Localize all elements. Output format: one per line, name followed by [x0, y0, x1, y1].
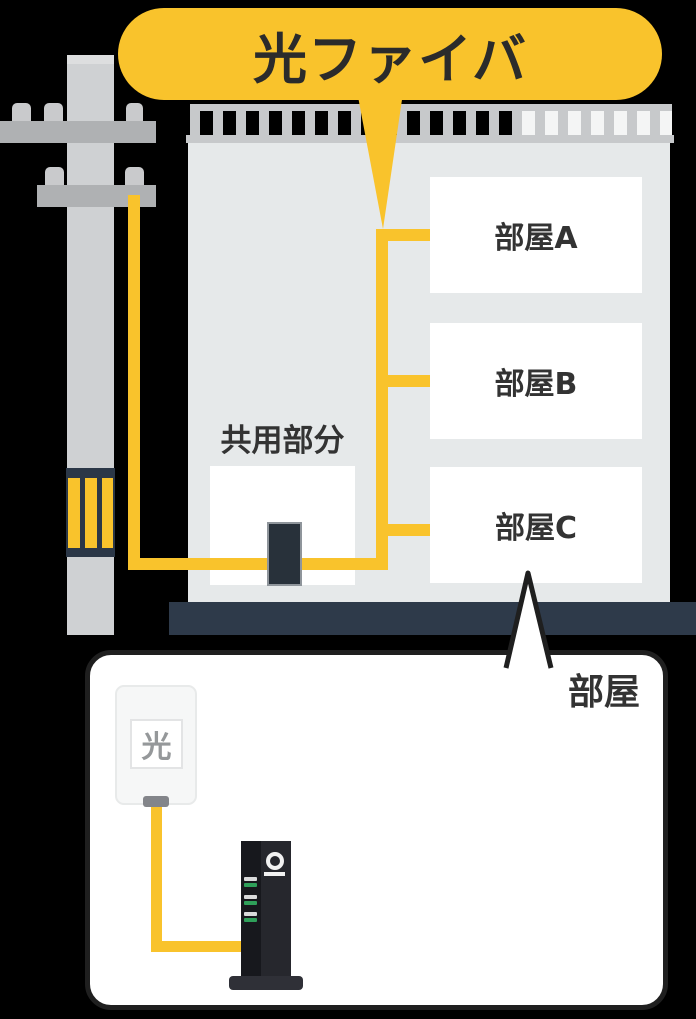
- fiber-bubble-label: 光ファイバ: [253, 27, 527, 91]
- pole-crossarm-bottom: [37, 185, 156, 207]
- building-base: [169, 602, 696, 635]
- fiber-branch-room-a: [376, 229, 430, 241]
- splitter-device-icon: [267, 522, 302, 586]
- pole-crossarm-top: [0, 121, 156, 143]
- room-a-box: 部屋A: [430, 177, 642, 293]
- room-c-box: 部屋C: [430, 467, 642, 583]
- onu-router-front-strip: [241, 841, 261, 978]
- fiber-branch-room-c: [376, 524, 430, 536]
- room-a-label: 部屋A: [494, 221, 578, 256]
- router-base: [229, 976, 303, 990]
- insulator-knob: [125, 167, 144, 186]
- rooftop-railing-posts: [190, 111, 672, 135]
- router-logo-underline: [264, 872, 285, 876]
- router-led: [244, 918, 257, 922]
- optical-outlet-window: 光: [130, 719, 183, 769]
- insulator-knob: [12, 103, 31, 122]
- outlet-connector: [143, 796, 169, 807]
- router-led: [244, 877, 257, 881]
- room-c-label: 部屋C: [494, 511, 578, 546]
- router-led: [244, 883, 257, 887]
- insulator-knob: [45, 167, 64, 186]
- room-fiber-cable-vertical: [151, 804, 162, 952]
- fiber-branch-room-b: [376, 375, 430, 387]
- router-led: [244, 901, 257, 905]
- insulator-knob: [126, 103, 143, 122]
- utility-pole-cap: [67, 55, 114, 64]
- room-fiber-cable-horizontal: [151, 941, 242, 952]
- room-b-label: 部屋B: [494, 367, 578, 402]
- shared-area-label: 共用部分: [220, 423, 345, 459]
- fiber-cable-main: [128, 558, 388, 570]
- router-led: [244, 912, 257, 916]
- insulator-knob: [44, 103, 63, 122]
- router-logo-icon: [266, 852, 284, 870]
- room-detail-label: 部屋: [567, 672, 640, 713]
- rooftop-railing-rail: [190, 104, 672, 111]
- router-led: [244, 895, 257, 899]
- pole-guard-stripes: [68, 478, 113, 548]
- room-b-box: 部屋B: [430, 323, 642, 439]
- fiber-cable-riser: [376, 229, 388, 570]
- rooftop-railing-base: [186, 135, 674, 143]
- optical-outlet-label: 光: [141, 730, 172, 765]
- fiber-cable-pole-drop: [128, 195, 140, 570]
- fiber-bubble: 光ファイバ: [118, 8, 662, 100]
